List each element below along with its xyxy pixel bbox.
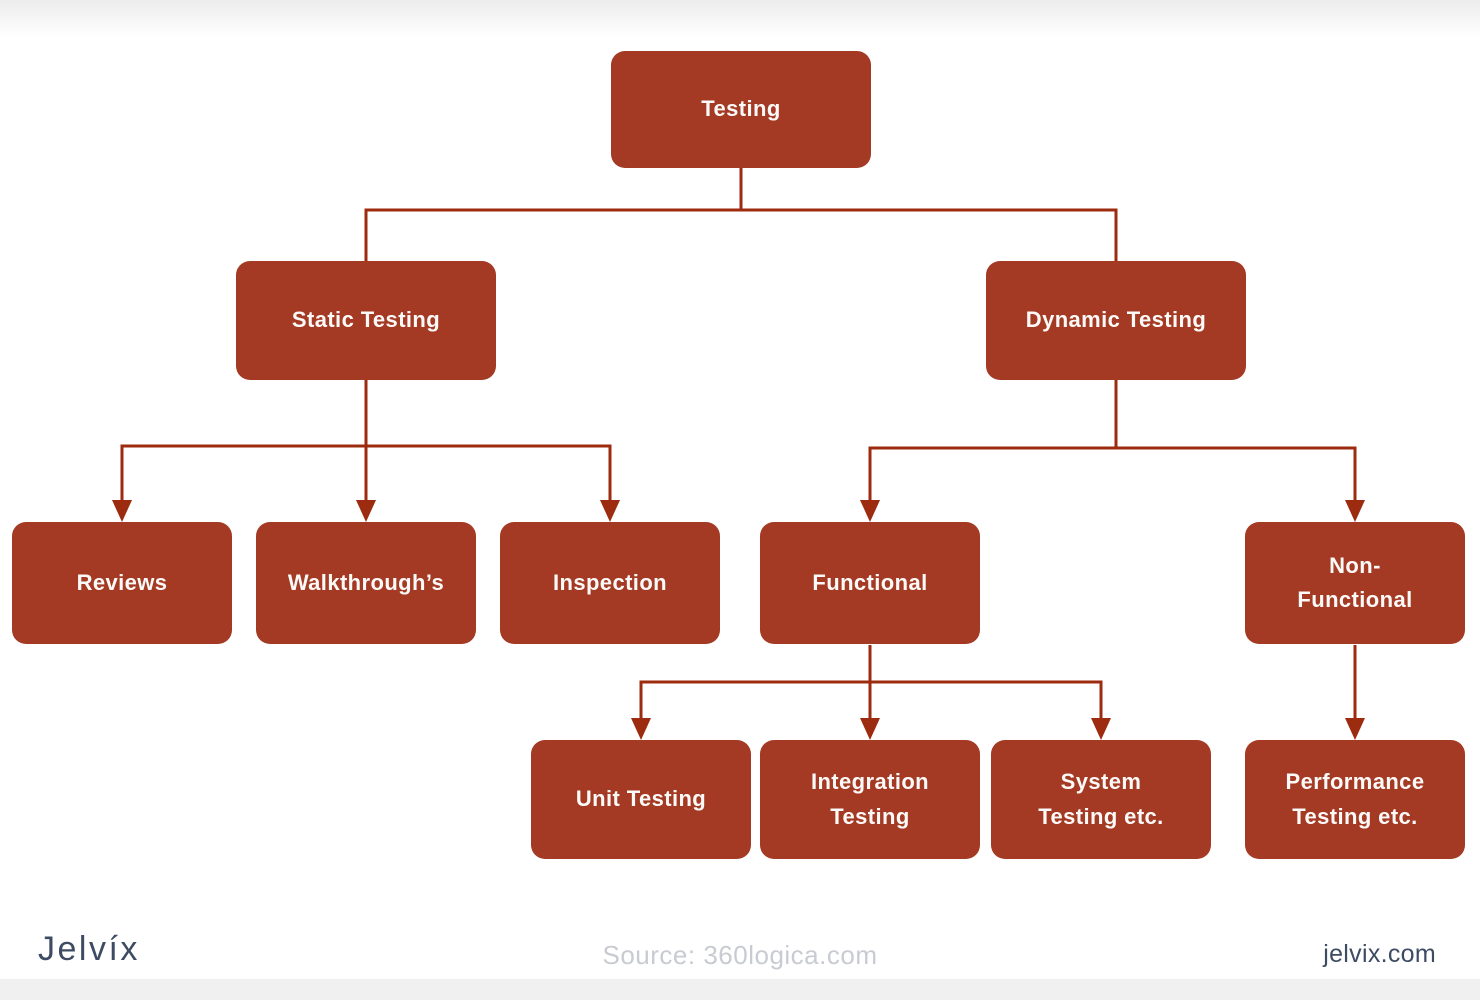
edge-testing-children (364, 168, 1118, 261)
node-testing: Testing (611, 51, 871, 168)
node-inspection: Inspection (500, 522, 720, 644)
node-non-functional: Non- Functional (1245, 522, 1465, 644)
bottom-strip (0, 979, 1480, 1000)
edge-dynamic-children (860, 380, 1365, 522)
node-integration-testing: Integration Testing (760, 740, 980, 859)
node-functional: Functional (760, 522, 980, 644)
edge-static-children (112, 380, 620, 522)
node-dynamic-testing: Dynamic Testing (986, 261, 1246, 380)
node-unit-testing: Unit Testing (531, 740, 751, 859)
jelvix-website-link: jelvix.com (1323, 940, 1436, 968)
node-system-testing: System Testing etc. (991, 740, 1211, 859)
node-reviews: Reviews (12, 522, 232, 644)
node-walkthroughs: Walkthrough’s (256, 522, 476, 644)
jelvix-logo: Jelvíx (38, 930, 140, 968)
edge-nonfunctional-performance (1345, 645, 1365, 740)
source-credit: Source: 360logica.com (602, 940, 878, 970)
node-performance-testing: Performance Testing etc. (1245, 740, 1465, 859)
node-static-testing: Static Testing (236, 261, 496, 380)
edge-functional-children (631, 645, 1111, 740)
